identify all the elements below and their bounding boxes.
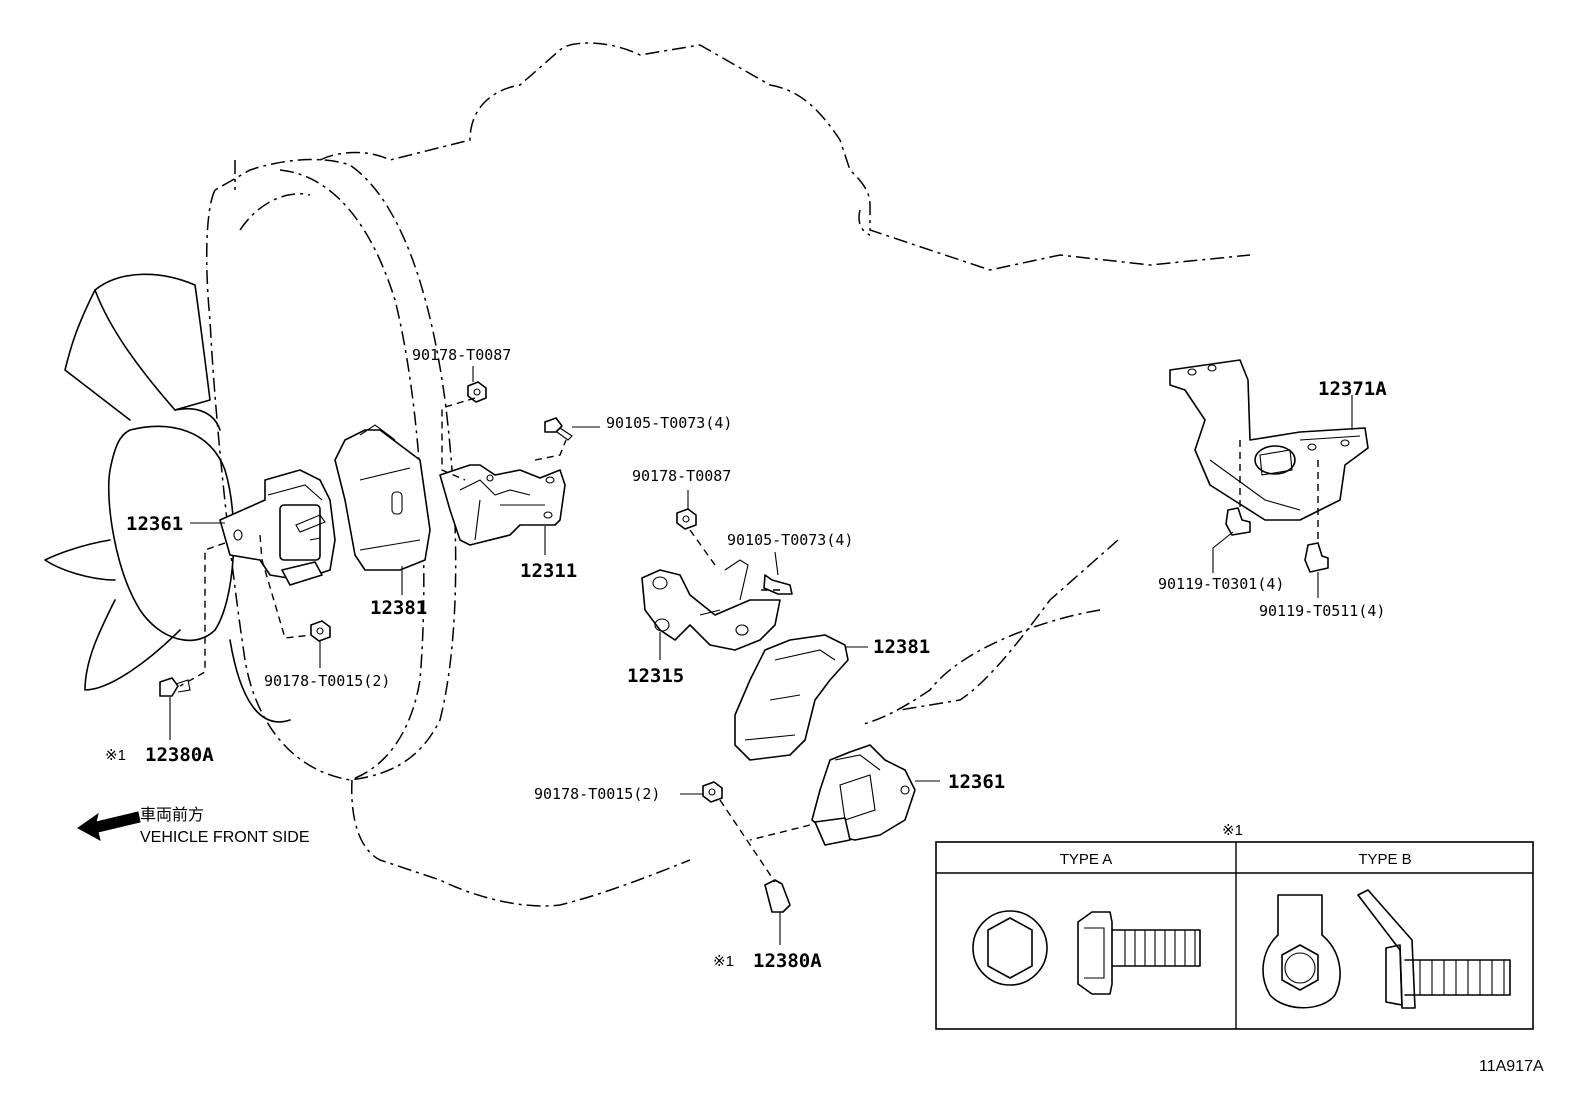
left-insulator-12361 xyxy=(219,469,336,586)
label-cushion-left: 12381 xyxy=(370,597,427,619)
right-bracket-12315 xyxy=(641,559,781,651)
leader-lines xyxy=(169,366,1353,945)
label-cushion-right: 12381 xyxy=(873,636,930,658)
front-arrow-icon xyxy=(77,811,141,841)
front-label-jp: 車両前方 xyxy=(140,806,204,824)
rear-mount-12371A xyxy=(1169,359,1369,521)
label-rear-bolt-a: 90119-T0301(4) xyxy=(1158,575,1284,593)
bolt-type-table: ※1 TYPE A TYPE B xyxy=(935,822,1534,1030)
label-nut-mid: 90178-T0087 xyxy=(632,467,731,485)
type-b-header: TYPE B xyxy=(1358,851,1411,868)
label-nut-top-left: 90178-T0087 xyxy=(412,346,511,364)
type-a-header: TYPE A xyxy=(1060,851,1113,868)
left-bracket-12311 xyxy=(439,464,566,546)
label-nut-low-left: 90178-T0015(2) xyxy=(264,672,390,690)
vehicle-front-indicator: 車両前方 VEHICLE FRONT SIDE xyxy=(77,806,310,846)
label-bracket-right: 12315 xyxy=(627,665,684,687)
label-bolt-top-left: 90105-T0073(4) xyxy=(606,414,732,432)
table-ref-mark: ※1 xyxy=(1222,822,1243,839)
right-insulator-12361 xyxy=(811,744,916,846)
type-a-bolt-icon xyxy=(972,910,1201,995)
front-label-en: VEHICLE FRONT SIDE xyxy=(140,829,310,846)
label-rear-mount: 12371A xyxy=(1318,378,1387,400)
part-labels: 90178-T0087 90105-T0073(4) 90178-T0087 9… xyxy=(105,346,1387,972)
right-cushion-12381 xyxy=(734,634,849,761)
label-rear-bolt-b: 90119-T0511(4) xyxy=(1259,602,1385,620)
label-bolt-low-mid: 12380A xyxy=(753,950,822,972)
cooling-fan xyxy=(44,273,291,723)
engine-outline xyxy=(234,42,1251,907)
left-cushion-12381 xyxy=(334,424,431,571)
ref-mark-left: ※1 xyxy=(105,747,126,764)
label-insulator-right: 12361 xyxy=(948,771,1005,793)
ref-mark-mid: ※1 xyxy=(713,953,734,970)
engine-drive-disc xyxy=(205,158,457,781)
label-bolt-mid: 90105-T0073(4) xyxy=(727,531,853,549)
label-insulator-left: 12361 xyxy=(126,513,183,535)
figure-id: 11A917A xyxy=(1479,1058,1544,1075)
label-nut-low-mid: 90178-T0015(2) xyxy=(534,785,660,803)
label-bolt-low-left: 12380A xyxy=(145,744,214,766)
fasteners xyxy=(159,381,1329,913)
label-bracket-left: 12311 xyxy=(520,560,577,582)
type-b-bolt-icon xyxy=(1262,889,1511,1009)
assembly-lines xyxy=(179,397,1319,883)
